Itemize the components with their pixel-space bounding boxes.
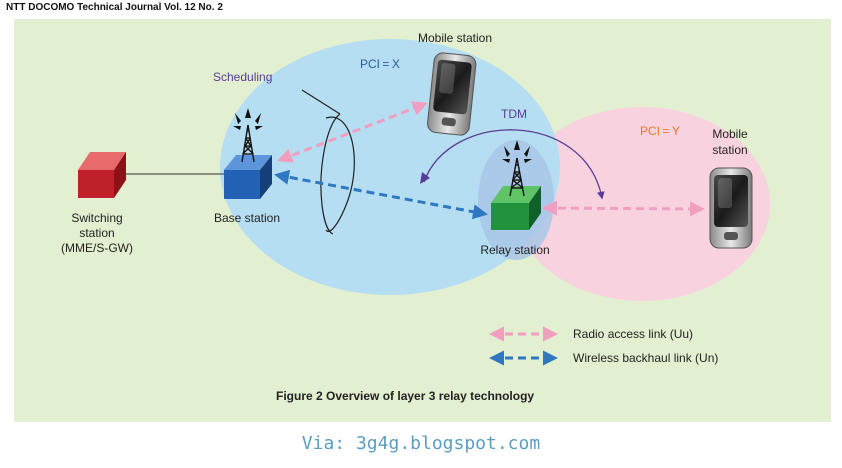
scheduling-label: Scheduling [213,70,273,84]
mobile-station-top-label: Mobile station [417,31,493,45]
relay-station-icon [491,140,541,230]
legend-radio-access-label: Radio access link (Uu) [573,327,694,341]
mobile-phone-icon-right [709,167,753,249]
tdm-arrow [423,129,605,200]
base-station-label: Base station [213,211,281,225]
switching-station-label-line3: (MME/S-GW) [61,241,133,255]
journal-header: NTT DOCOMO Technical Journal Vol. 12 No.… [6,2,223,13]
figure-caption: Figure 2 Overview of layer 3 relay techn… [276,389,535,403]
mobile-station-right-label-line2: station [712,143,748,157]
mobile-phone-icon-top [427,52,477,136]
switching-station-icon [78,152,126,198]
relay-station-label: Relay station [480,243,550,257]
tdm-label: TDM [501,107,527,121]
tdm-arrowhead-left [420,172,430,184]
switching-station-label-line1: Switching [71,211,123,225]
switching-station-label-line2: station [79,226,115,240]
mobile-station-right-label-line1: Mobile [712,127,748,141]
source-credit: Via: 3g4g.blogspot.com [301,433,541,454]
pci-y-label: PCI = Y [640,124,680,138]
legend-backhaul-label: Wireless backhaul link (Un) [573,351,719,365]
pci-x-label: PCI = X [360,57,400,71]
base-station-icon [224,108,272,199]
radio-access-link-right [542,200,705,217]
wireless-backhaul-link [274,169,488,220]
